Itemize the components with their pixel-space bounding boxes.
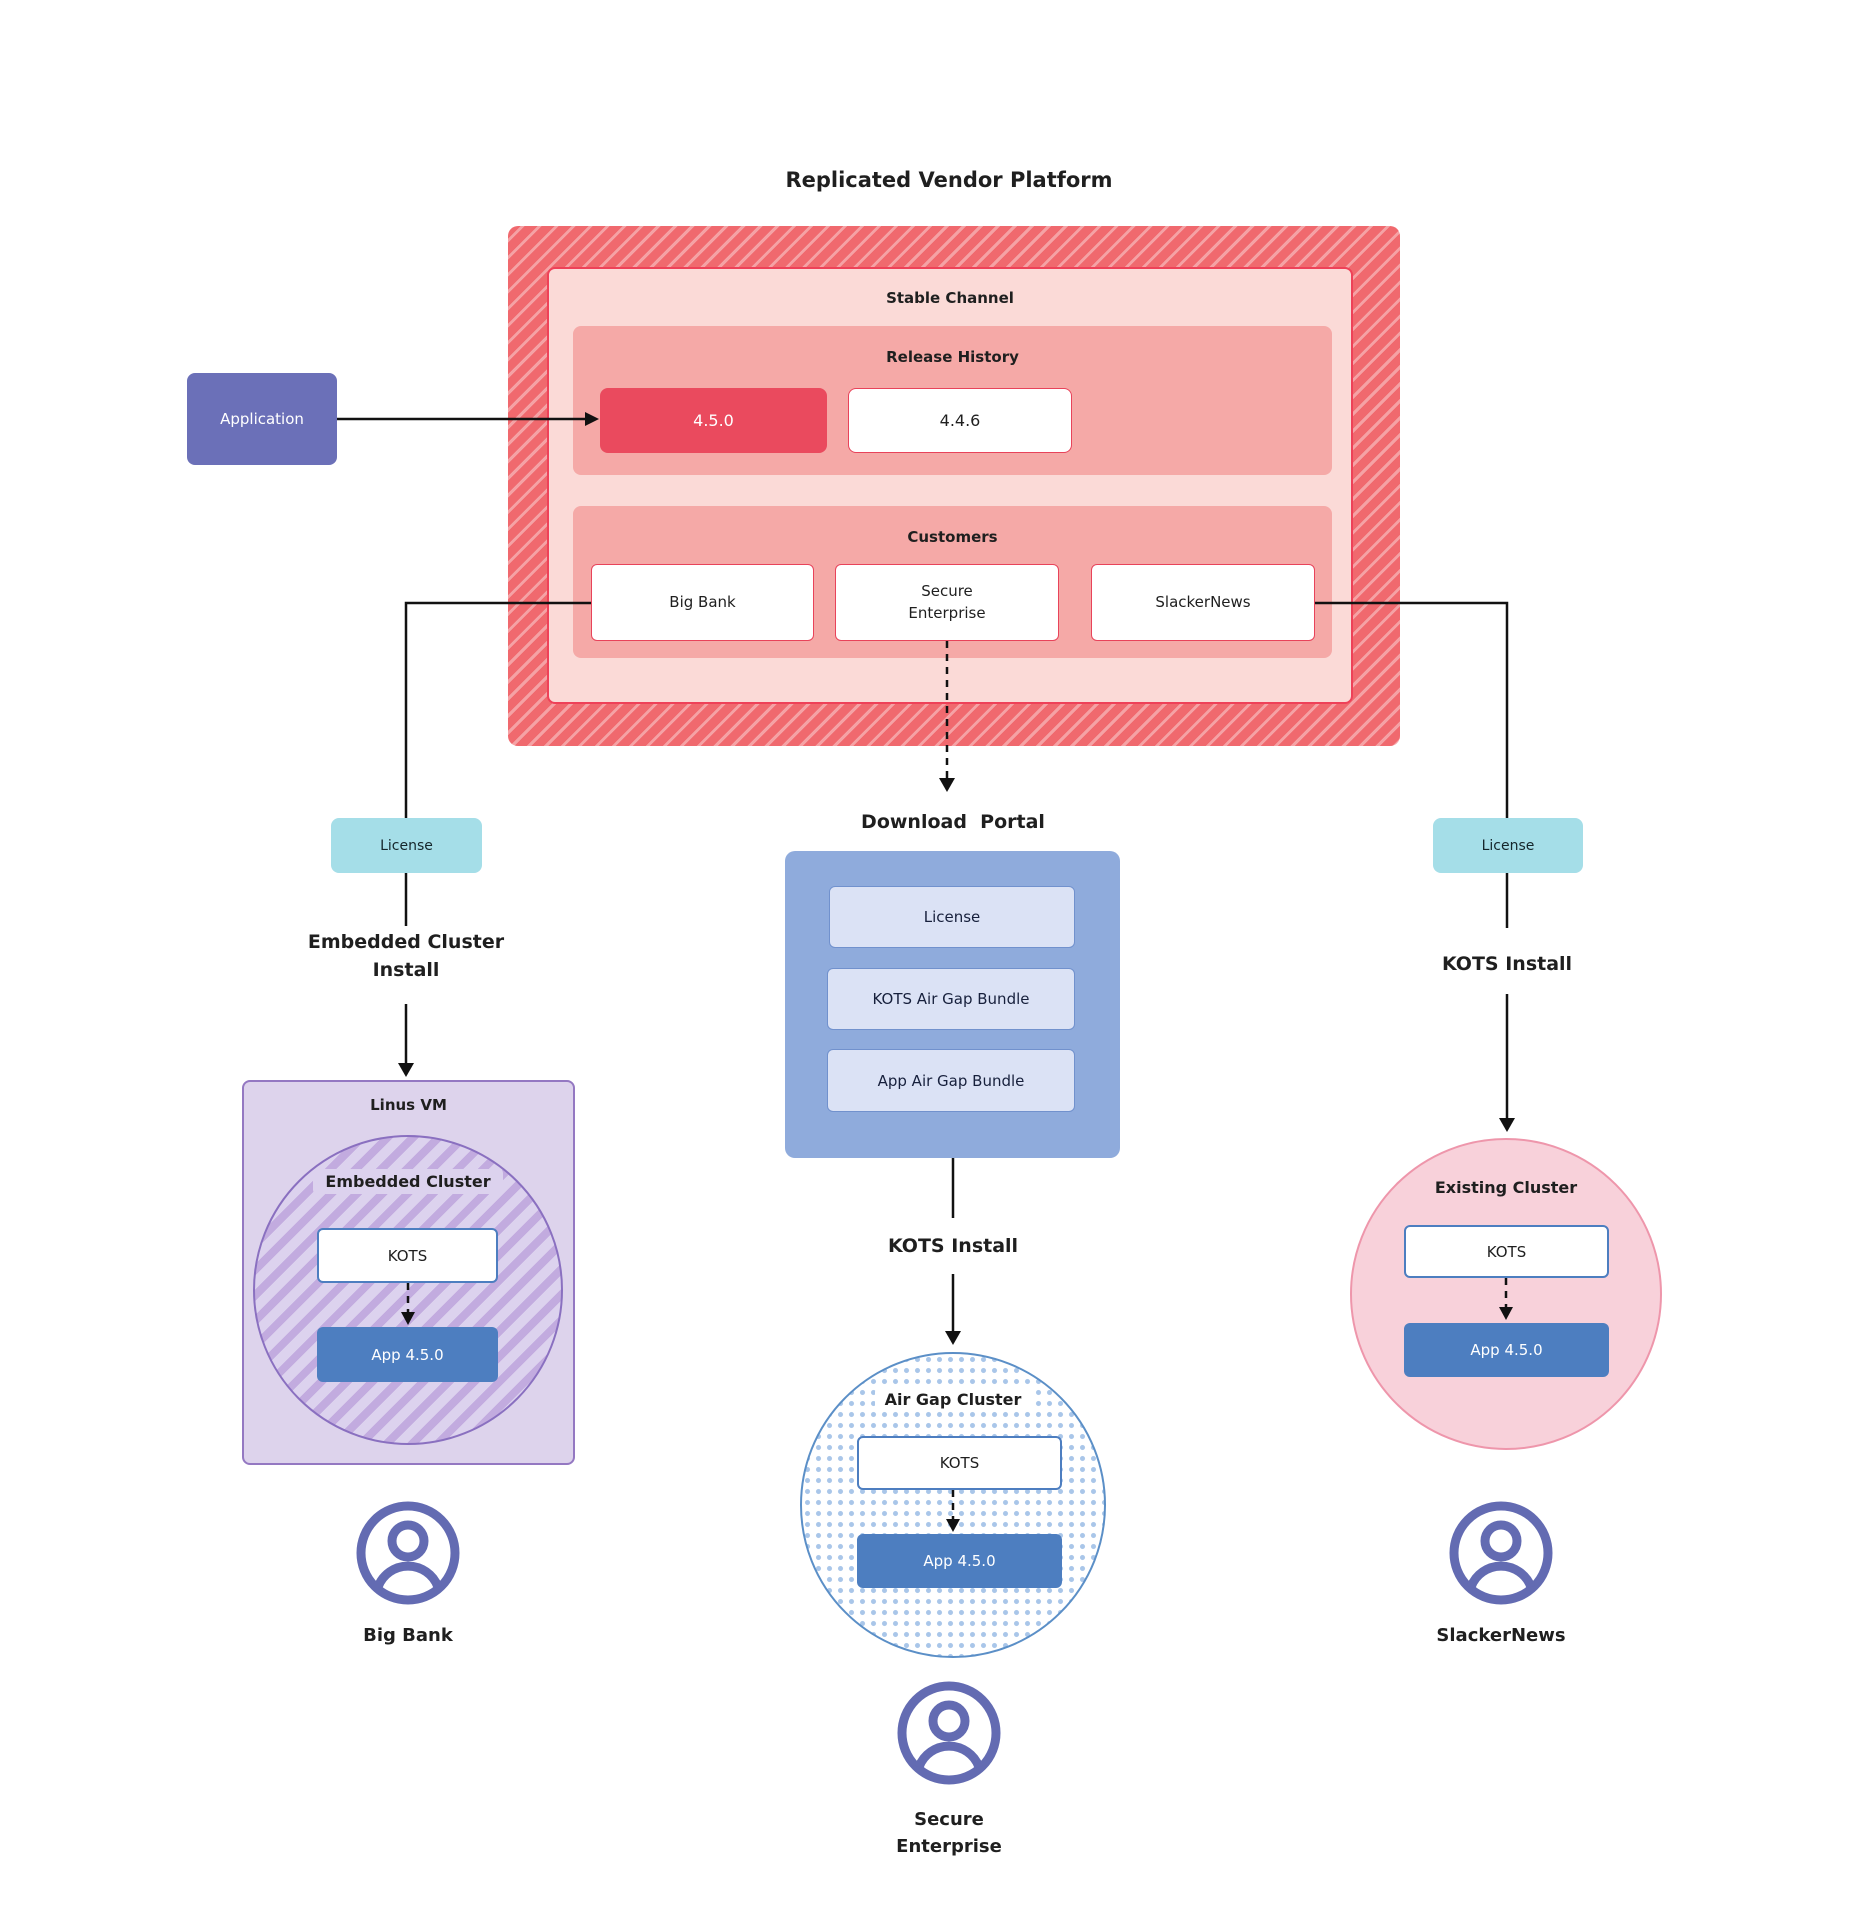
application-box: Application <box>187 373 337 465</box>
person-icon <box>1449 1501 1553 1605</box>
kots-box-left: KOTS <box>317 1228 498 1283</box>
customers-label: Customers <box>907 528 998 546</box>
app-box-left: App 4.5.0 <box>317 1327 498 1382</box>
linus-vm-label: Linus VM <box>370 1096 447 1114</box>
customer-big-bank: Big Bank <box>591 564 814 641</box>
user-icon-big-bank <box>356 1501 460 1609</box>
page-title: Replicated Vendor Platform <box>785 168 1113 192</box>
kots-box-middle: KOTS <box>857 1436 1062 1490</box>
user-icon-secure-enterprise <box>897 1681 1001 1789</box>
license-badge-left: License <box>331 818 482 873</box>
embedded-cluster-label: Embedded Cluster <box>313 1169 503 1194</box>
arrowhead-down <box>1499 1118 1515 1132</box>
portal-item-license: License <box>829 886 1075 948</box>
kots-install-label-right: KOTS Install <box>1441 953 1573 975</box>
existing-cluster-label: Existing Cluster <box>1434 1178 1578 1197</box>
air-gap-cluster-label: Air Gap Cluster <box>874 1388 1032 1411</box>
portal-item-app-bundle: App Air Gap Bundle <box>827 1049 1075 1112</box>
release-version-previous: 4.4.6 <box>848 388 1072 453</box>
air-gap-label-wrap: Air Gap Cluster <box>800 1388 1106 1411</box>
person-icon <box>356 1501 460 1605</box>
stable-channel-label: Stable Channel <box>886 289 1014 307</box>
download-portal-label: Download Portal <box>861 811 1045 833</box>
app-box-middle: App 4.5.0 <box>857 1534 1062 1588</box>
embedded-cluster-label-wrap: Embedded Cluster <box>253 1169 563 1194</box>
arrowhead-down <box>945 1331 961 1345</box>
release-history-label: Release History <box>886 348 1019 366</box>
user-label-slackernews: SlackerNews <box>1436 1625 1566 1646</box>
app-box-right: App 4.5.0 <box>1404 1323 1609 1377</box>
user-label-secure-enterprise: Secure Enterprise <box>896 1809 1002 1857</box>
customer-slackernews: SlackerNews <box>1091 564 1315 641</box>
arrowhead-down <box>398 1063 414 1077</box>
arrowhead-down <box>939 778 955 792</box>
kots-install-label-middle: KOTS Install <box>887 1235 1019 1257</box>
person-icon <box>897 1681 1001 1785</box>
embedded-cluster-install-label: Embedded Cluster Install <box>307 931 505 981</box>
kots-box-right: KOTS <box>1404 1225 1609 1278</box>
user-icon-slackernews <box>1449 1501 1553 1609</box>
license-badge-right: License <box>1433 818 1583 873</box>
user-label-big-bank: Big Bank <box>363 1625 453 1646</box>
release-version-current: 4.5.0 <box>600 388 827 453</box>
customer-secure-enterprise: Secure Enterprise <box>835 564 1059 641</box>
portal-item-kots-bundle: KOTS Air Gap Bundle <box>827 968 1075 1030</box>
